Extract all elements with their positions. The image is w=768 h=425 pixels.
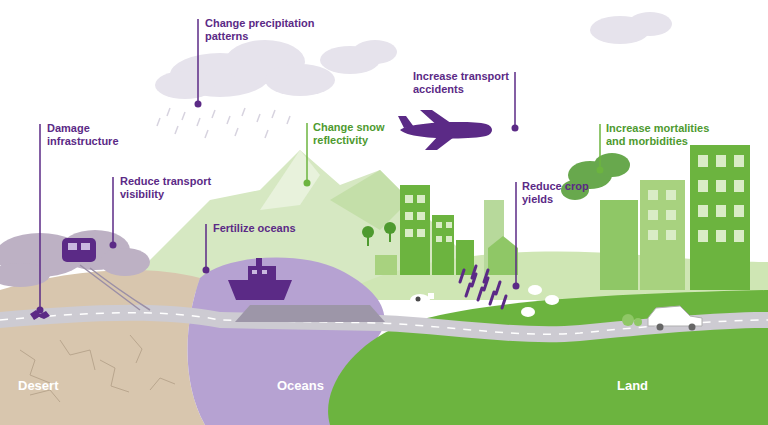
callout-label: Reduce crop yields	[522, 180, 597, 206]
callout-label: Fertilize oceans	[213, 222, 323, 235]
snow-cap	[260, 150, 320, 210]
animals	[410, 285, 559, 317]
land-ground	[328, 290, 768, 425]
mountain-shade	[330, 170, 410, 230]
region-label: Land	[617, 378, 707, 393]
airplane	[398, 110, 492, 150]
callout-label: Reduce transport visibility	[120, 175, 222, 201]
train	[62, 238, 96, 262]
callout-label: Damage infrastructure	[47, 122, 129, 148]
rail	[80, 265, 150, 310]
dust-cloud	[0, 230, 150, 287]
crops	[460, 266, 506, 308]
ship	[228, 258, 292, 300]
car	[622, 306, 702, 331]
road	[0, 305, 768, 342]
region-label: Desert	[18, 378, 108, 393]
windows	[405, 195, 452, 242]
callout-label: Change snow reflectivity	[313, 121, 395, 147]
clouds	[155, 12, 672, 99]
leader-lines	[37, 19, 604, 314]
callout-label: Increase transport accidents	[413, 70, 525, 96]
rain	[157, 108, 290, 138]
trees	[362, 222, 396, 246]
smog	[561, 153, 630, 200]
town-buildings	[375, 185, 518, 275]
city-windows	[648, 155, 744, 242]
bridge	[235, 305, 385, 322]
desert-ground	[0, 270, 205, 425]
callout-label: Increase mortalities and morbidities	[606, 122, 731, 148]
region-label: Oceans	[277, 378, 367, 393]
callout-label: Change precipitation patterns	[205, 17, 330, 43]
